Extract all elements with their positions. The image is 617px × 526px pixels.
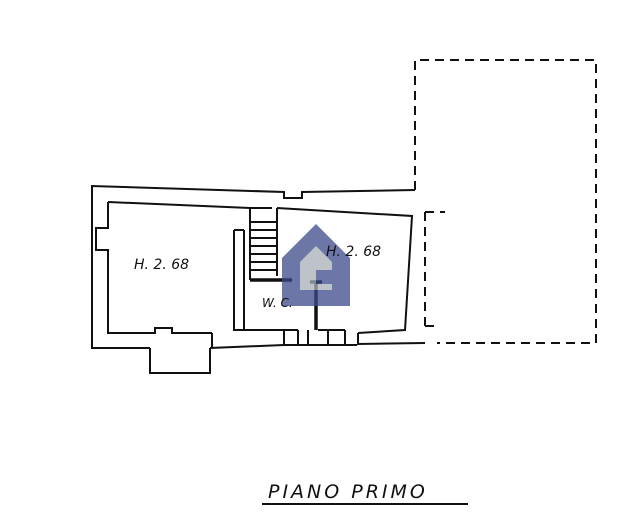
interior-walls (211, 229, 359, 348)
wc-label: W. C. (262, 296, 293, 310)
balcony (149, 348, 211, 374)
exterior-walls (91, 184, 426, 349)
terrace-dashed-outline (414, 59, 597, 344)
floor-title: PIANO PRIMO (268, 481, 428, 503)
staircase (249, 208, 278, 280)
right-room-height-label: H. 2. 68 (326, 244, 381, 260)
left-room-height-label: H. 2. 68 (134, 257, 189, 273)
watermark-logo (282, 224, 350, 306)
